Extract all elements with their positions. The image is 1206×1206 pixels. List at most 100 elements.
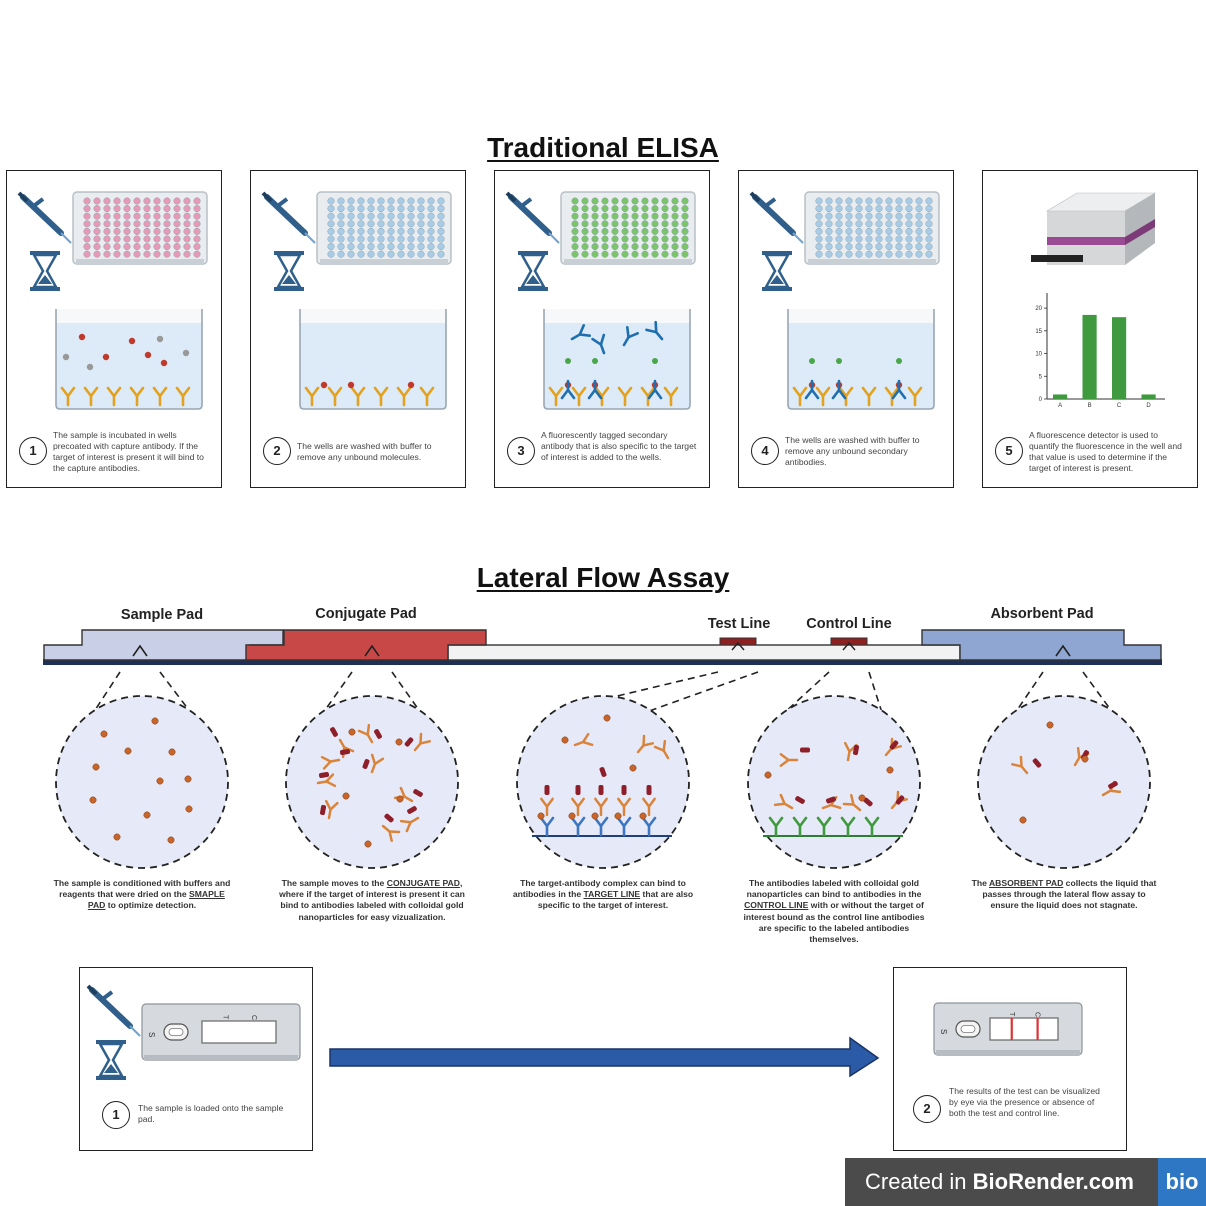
molecule-dot	[160, 359, 168, 367]
molecule-dot	[78, 333, 86, 341]
capture-antibody-icon	[175, 386, 191, 407]
pipette-icon	[17, 191, 72, 244]
zoom-circle-control	[747, 695, 921, 869]
free-secondary-antibody-icon	[591, 333, 606, 355]
footer-text: Created in BioRender.com	[865, 1169, 1134, 1194]
molecule-dot	[144, 351, 152, 359]
x-tick-label: B	[1088, 403, 1092, 409]
labeled-antibody-icon	[594, 797, 608, 817]
target-particle-dot	[185, 805, 193, 813]
sample-port-label: S	[939, 1029, 948, 1034]
conjugate-pad-label: Conjugate Pad	[315, 606, 417, 622]
capture-antibody-icon	[419, 386, 435, 407]
elisa-panel-4: 4 The wells are washed with buffer to re…	[738, 170, 954, 488]
target-particle-dot	[89, 796, 97, 804]
gold-nanoparticle-label	[598, 785, 604, 795]
gold-nanoparticle-label	[330, 727, 338, 737]
molecule-dot	[182, 349, 190, 357]
capture-antibody-icon	[106, 386, 122, 407]
fluor-tag-dot	[809, 358, 815, 364]
x-tick-label: A	[1058, 403, 1062, 409]
gold-nanoparticle-label	[826, 796, 836, 804]
elisa-panel-1-art	[17, 191, 208, 410]
fluor-tag-dot	[652, 358, 658, 364]
gold-nanoparticle-label	[621, 785, 627, 795]
capture-antibody-icon	[641, 816, 657, 837]
target-particle-dot	[561, 736, 569, 744]
target-particle-dot	[629, 764, 637, 772]
target-particle-dot	[156, 777, 164, 785]
pointer-caret	[364, 644, 380, 657]
target-particle-dot	[1019, 816, 1027, 824]
labeled-antibody-icon	[573, 732, 594, 747]
labeled-antibody-icon	[320, 755, 341, 770]
target-particle-dot	[100, 730, 108, 738]
gold-nanoparticle-label	[646, 785, 652, 795]
free-secondary-antibody-icon	[570, 324, 592, 341]
labeled-antibody-icon	[381, 824, 401, 842]
control-antibody-icon	[864, 816, 880, 837]
gold-nanoparticle-label	[599, 767, 607, 777]
target-particle-dot	[603, 714, 611, 722]
target-particle-dot	[858, 794, 866, 802]
fluor-tag-dot	[592, 358, 598, 364]
zoom-leader-line	[555, 671, 719, 712]
labeled-antibody-icon	[653, 739, 670, 760]
gold-nanoparticle-label	[1032, 758, 1042, 768]
gold-nanoparticle-label	[575, 785, 581, 795]
well-container	[543, 309, 691, 410]
target-particle-dot	[124, 747, 132, 755]
zoom-circle-absorbent	[977, 695, 1151, 869]
pipette-icon	[505, 191, 560, 244]
elisa-panel-4-art	[749, 191, 940, 410]
pointer-caret	[132, 644, 148, 657]
sample-pad-caption: The sample is conditioned with buffers a…	[53, 878, 231, 911]
test-line	[719, 637, 757, 646]
gold-nanoparticle-label	[384, 813, 394, 823]
conjugate-pad	[245, 629, 487, 661]
lfa-title: Lateral Flow Assay	[476, 562, 730, 593]
labeled-antibody-icon	[357, 723, 374, 744]
capture-antibody-icon	[350, 386, 366, 407]
well-plate-icon	[804, 191, 940, 265]
zoom-leader-line	[868, 671, 883, 711]
elisa-panel-2: 2 The wells are washed with buffer to re…	[250, 170, 466, 488]
well-container	[787, 309, 935, 410]
elisa-title: Traditional ELISA	[487, 132, 719, 163]
zoom-leader-line	[1016, 671, 1044, 712]
step-number: 4	[751, 437, 779, 465]
capture-antibody-icon	[815, 386, 831, 407]
fluor-tag-dot	[565, 358, 571, 364]
fluorescence-detector-icon	[1031, 192, 1157, 265]
capture-antibody-icon	[617, 386, 633, 407]
pipette-icon	[749, 191, 804, 244]
gold-nanoparticle-label	[362, 759, 370, 769]
gold-nanoparticle-label	[318, 771, 330, 779]
test-line-caption: The target-antibody complex can bind to …	[512, 878, 694, 911]
target-particle-dot	[568, 812, 576, 820]
target-particle-dot	[184, 775, 192, 783]
gold-nanoparticle-label	[895, 795, 905, 805]
gold-nanoparticle-label	[374, 729, 382, 739]
capture-antibody-icon	[152, 386, 168, 407]
control-mark-label: C	[1034, 1012, 1041, 1017]
gold-nanoparticle-label	[852, 744, 860, 756]
labeled-antibody-icon	[399, 816, 420, 833]
target-dot	[407, 381, 415, 389]
control-antibody-icon	[768, 816, 784, 837]
biorender-footer[interactable]: Created in BioRender.com bio	[845, 1158, 1206, 1206]
target-particle-dot	[143, 811, 151, 819]
elisa-panel-3: 3 A fluorescently tagged secondary antib…	[494, 170, 710, 488]
target-particle-dot	[364, 840, 372, 848]
step-number: 2	[913, 1095, 941, 1123]
target-particle-dot	[113, 833, 121, 841]
secondary-antibody-icon	[560, 379, 576, 400]
gold-nanoparticle-label	[1108, 781, 1118, 789]
secondary-antibody-icon	[587, 379, 603, 400]
labeled-antibody-icon	[370, 753, 385, 774]
target-particle-dot	[348, 728, 356, 736]
zoom-leader-line	[1082, 671, 1112, 712]
